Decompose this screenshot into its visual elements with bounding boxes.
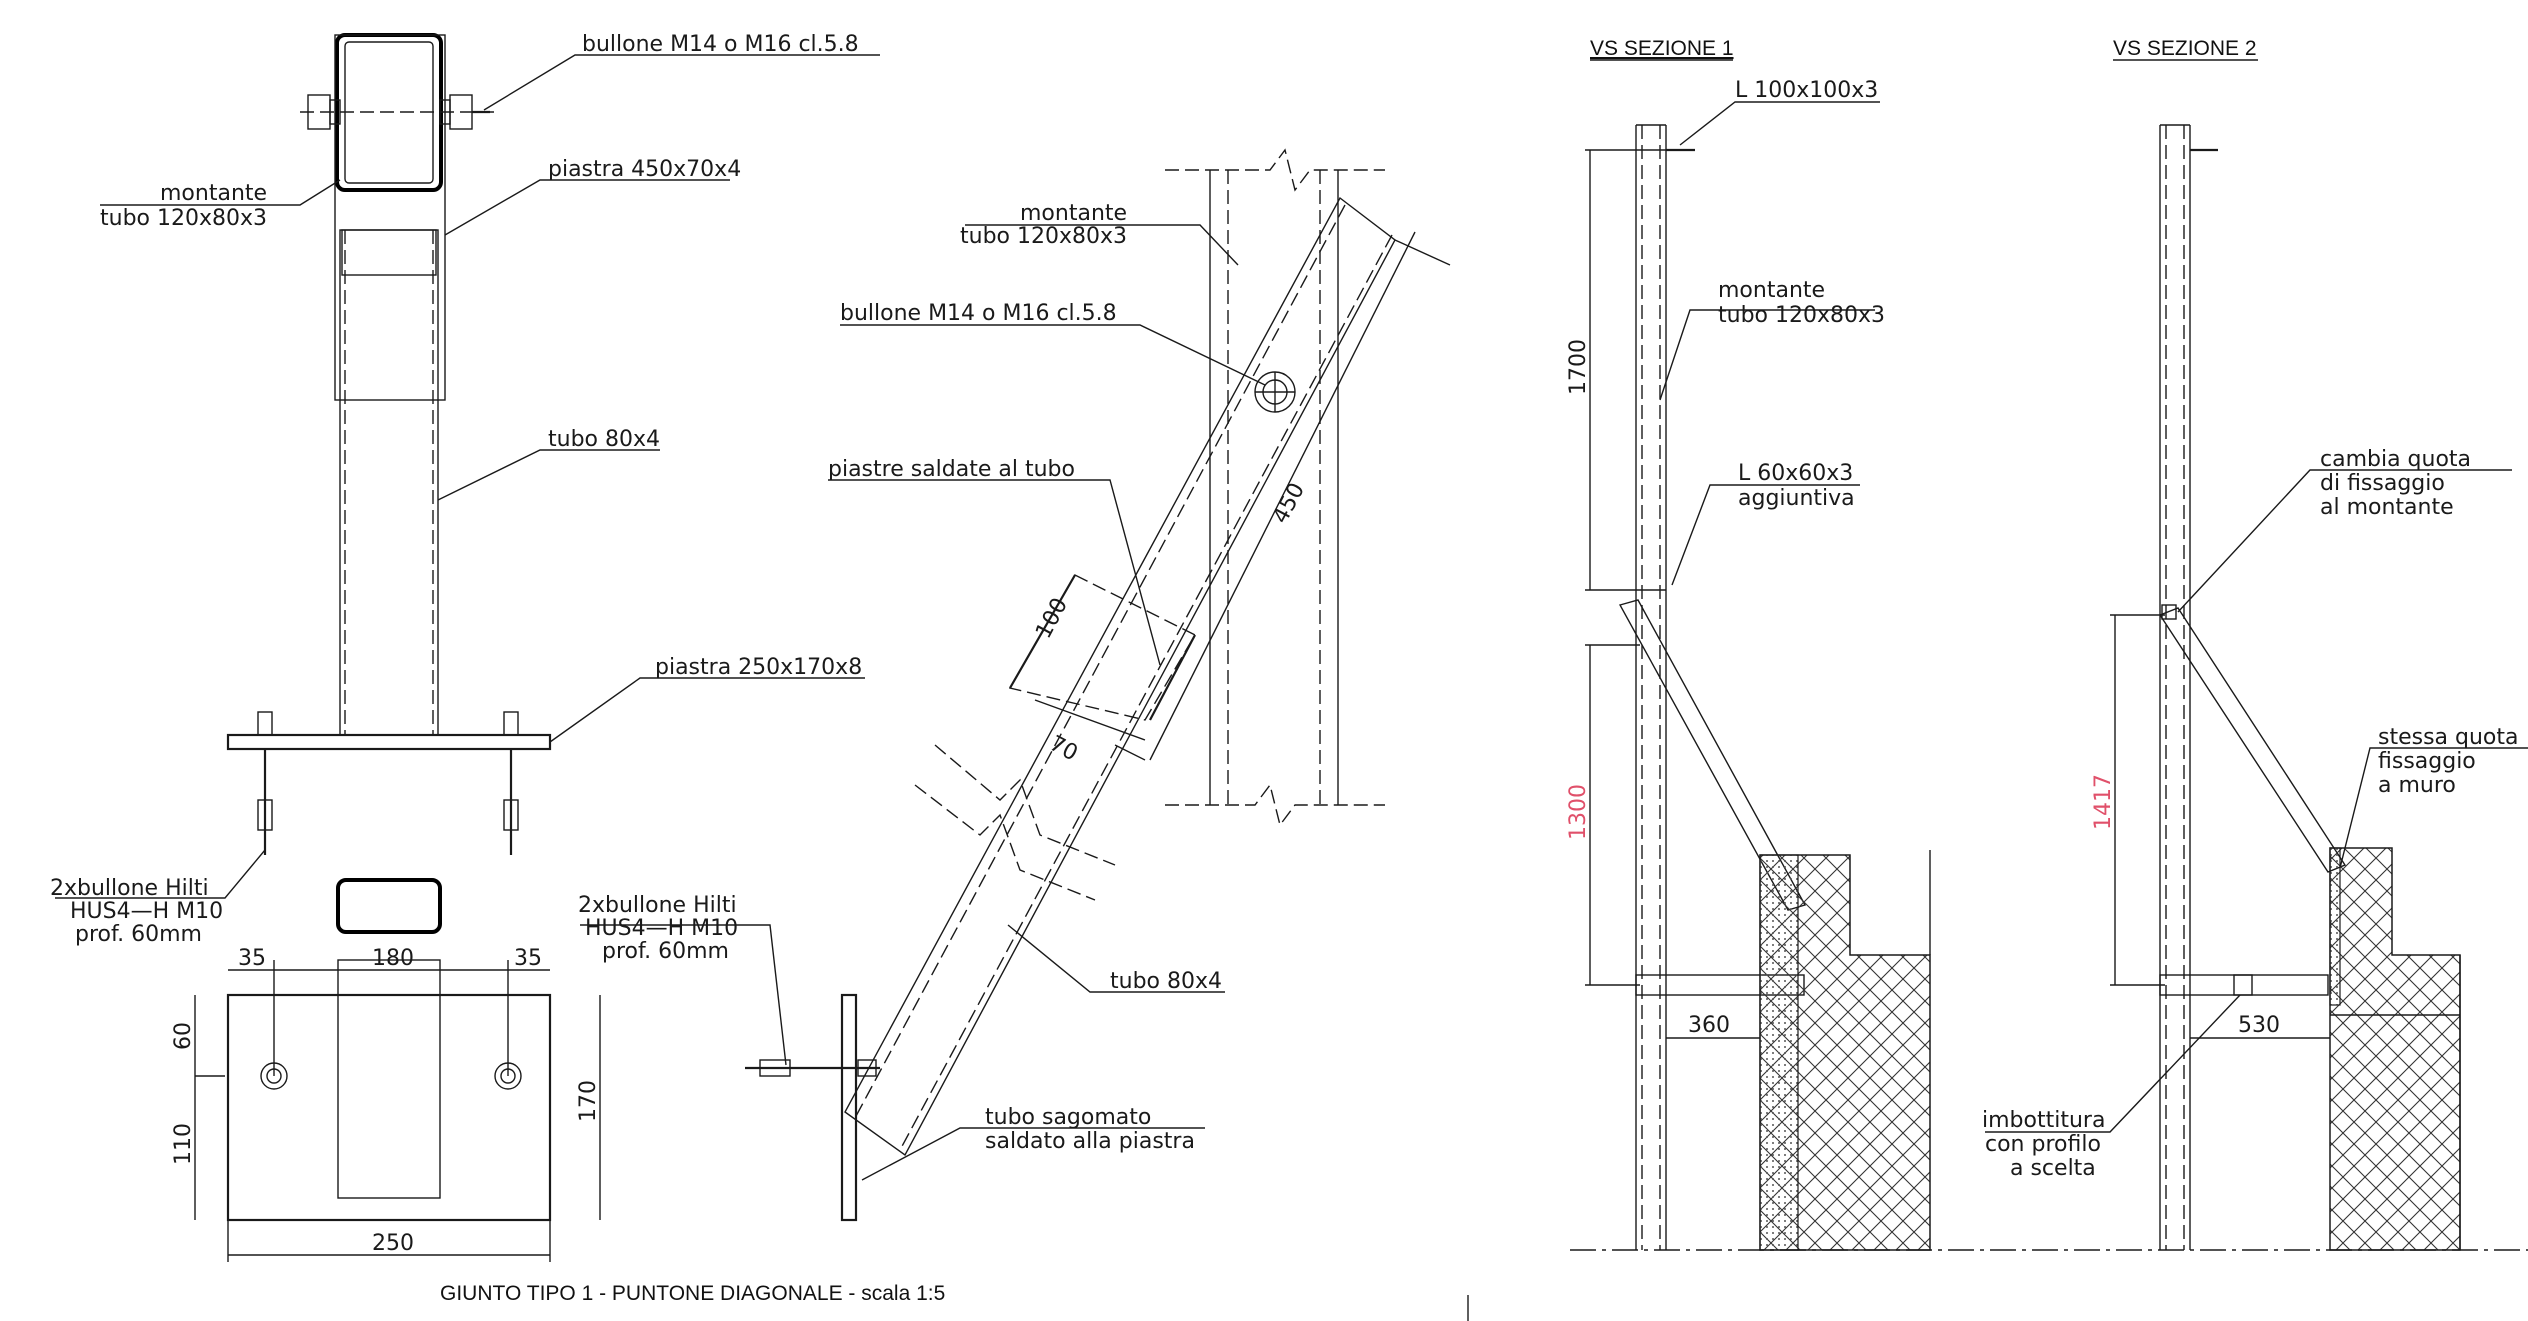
- s1-upright-size-label: tubo 120x80x3: [1718, 303, 1885, 328]
- change-label-1: cambia quota: [2320, 447, 2471, 472]
- plate-label: piastra 450x70x4: [548, 157, 741, 182]
- upright-plan: [336, 878, 442, 934]
- section-1-title: VS SEZIONE 1: [1590, 37, 1734, 60]
- tube-80x4: [339, 229, 439, 736]
- change-label-3: al montante: [2320, 495, 2454, 520]
- dim-100: 100: [1031, 594, 1073, 643]
- section-2-strut: [2158, 607, 2347, 873]
- dim-180: 180: [372, 946, 414, 971]
- anchor-label-3: prof. 60mm: [75, 922, 202, 947]
- same-label-2: fissaggio: [2378, 749, 2476, 774]
- mid-anchor-label-2: HUS4—H M10: [585, 916, 738, 941]
- middle-detail: montante tubo 120x80x3 bullone M14 o M16…: [578, 148, 1451, 1222]
- dim-250: 250: [372, 1231, 414, 1256]
- anchor-left: [257, 711, 273, 855]
- dim-35-right: 35: [514, 946, 542, 971]
- plate-450x70x4: [334, 34, 446, 401]
- section-2: VS SEZIONE 2 1417 530 cambia quota di f: [1982, 37, 2528, 1251]
- dim-450: 450: [1268, 479, 1310, 528]
- mid-anchor-label-1: 2xbullone Hilti: [578, 893, 737, 918]
- angle-60-label-2: aggiuntiva: [1738, 486, 1855, 511]
- padding-label-1: imbottitura: [1982, 1108, 2105, 1133]
- wall-section-2: [2329, 847, 2461, 1251]
- mid-upright-label: montante: [1020, 201, 1127, 226]
- dim-35-left: 35: [238, 946, 266, 971]
- shaped-tube-label-2: saldato alla piastra: [985, 1129, 1195, 1154]
- dim-170: 170: [576, 1080, 601, 1122]
- section-1: VS SEZIONE 1 1700 1300 360 L 100x100x3: [1566, 37, 1931, 1251]
- mid-upright-size-label: tubo 120x80x3: [960, 224, 1127, 249]
- anchor-label-2: HUS4—H M10: [70, 899, 223, 924]
- base-plate: [226, 733, 552, 751]
- same-label-1: stessa quota: [2378, 725, 2519, 750]
- mid-bolt-label: bullone M14 o M16 cl.5.8: [840, 301, 1117, 326]
- anchor-label-1: 2xbullone Hilti: [50, 876, 209, 901]
- drawing-title: GIUNTO TIPO 1 - PUNTONE DIAGONALE - scal…: [440, 1282, 945, 1305]
- mid-anchor-label-3: prof. 60mm: [602, 939, 729, 964]
- padding-label-3: a scelta: [2010, 1156, 2096, 1181]
- upright-size-label: tubo 120x80x3: [100, 206, 267, 231]
- diagonal-base-plate: [840, 993, 858, 1222]
- dim-530: 530: [2238, 1013, 2280, 1038]
- welded-plates: [1008, 574, 1196, 721]
- diagonal-tube: [844, 196, 1396, 1157]
- dim-60: 60: [171, 1022, 196, 1050]
- welded-plates-label: piastre saldate al tubo: [828, 457, 1075, 482]
- tube-label: tubo 80x4: [548, 427, 660, 452]
- s1-upright-label: montante: [1718, 278, 1825, 303]
- same-label-3: a muro: [2378, 773, 2456, 798]
- section-2-bar: [2159, 974, 2329, 996]
- change-label-2: di fissaggio: [2320, 471, 2445, 496]
- angle-60-label-1: L 60x60x3: [1738, 461, 1853, 486]
- base-plate-label: piastra 250x170x8: [655, 655, 862, 680]
- mid-tube-label: tubo 80x4: [1110, 969, 1222, 994]
- bolt-label: bullone M14 o M16 cl.5.8: [582, 32, 859, 57]
- padding-label-2: con profilo: [1985, 1132, 2101, 1157]
- base-plate-plan: [226, 993, 552, 1222]
- dim-1417: 1417: [2091, 774, 2116, 830]
- angle-100-label: L 100x100x3: [1735, 78, 1878, 103]
- shaped-tube-label-1: tubo sagomato: [985, 1105, 1151, 1130]
- upright-label: montante: [160, 181, 267, 206]
- dim-70: 70: [1045, 731, 1081, 766]
- dim-1700: 1700: [1566, 339, 1591, 395]
- dim-110: 110: [171, 1123, 196, 1165]
- dim-360: 360: [1688, 1013, 1730, 1038]
- dim-1300: 1300: [1566, 784, 1591, 840]
- anchor-right: [503, 711, 519, 855]
- section-2-title: VS SEZIONE 2: [2113, 37, 2257, 60]
- left-detail: bullone M14 o M16 cl.5.8 montante tubo 1…: [50, 32, 880, 1262]
